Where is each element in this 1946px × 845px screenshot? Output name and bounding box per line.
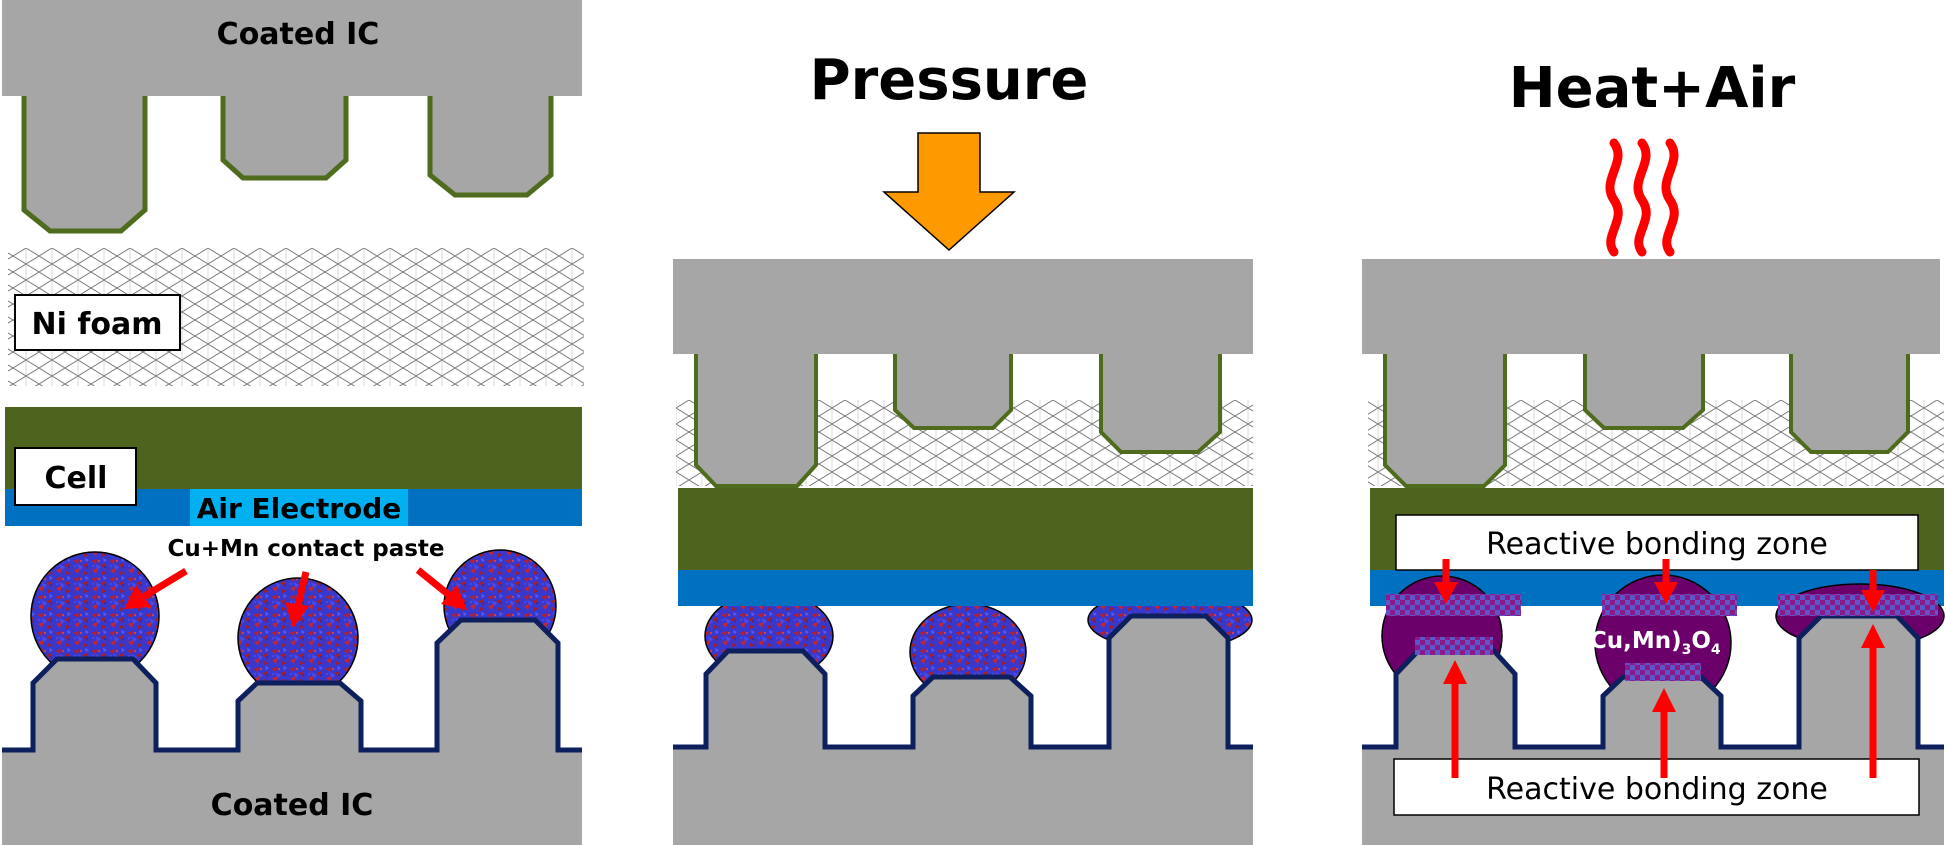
oxide-formula-label: (Cu,Mn)3O4 [1579, 628, 1721, 658]
arrow-head [124, 585, 151, 609]
top-interconnect-rib [427, 96, 554, 198]
reactive-zone-top-box [1395, 514, 1919, 571]
pressure-arrow [882, 132, 1016, 252]
top-interconnect-plate [2, 0, 582, 96]
reactive-zone-bottom-box [1393, 758, 1920, 816]
paste-pointer-arrows [124, 567, 467, 628]
oxide-formula-o: O [1691, 628, 1711, 654]
reactive-zone-top-label: Reactive bonding zone [1486, 527, 1828, 562]
cell-label-box [14, 447, 137, 506]
top-ic-label: Coated IC [217, 17, 380, 52]
bottom-interconnect-coating [2, 617, 582, 753]
arrow-head [285, 602, 309, 628]
cell-label: Cell [45, 461, 108, 496]
middle-panel: Pressure [673, 48, 1253, 845]
bottom-interconnect [673, 616, 1253, 845]
arrow-head [1652, 688, 1676, 712]
oxide-formula-sub2: 4 [1711, 642, 1721, 658]
bonding-strip-bottom [1625, 663, 1701, 681]
air-electrode-layer [678, 570, 1253, 606]
arrow-head [1861, 624, 1885, 648]
heat-waves-icon [1605, 138, 1679, 257]
arrow-head [1434, 582, 1458, 604]
right-panel: Heat+Air Reactive bonding zone (Cu,Mn)3O… [1362, 56, 1945, 845]
oxide-formula-sub1: 3 [1682, 642, 1692, 658]
ni-foam-label-box [14, 294, 181, 351]
bonding-strip-top [1602, 594, 1737, 616]
arrow-head [1443, 660, 1467, 684]
bonding-strip-top [1778, 594, 1938, 616]
top-interconnect-rib [21, 96, 148, 234]
top-interconnect-rib [220, 96, 349, 181]
top-interconnect-rib [694, 354, 818, 488]
reactive-zone-bottom-label: Reactive bonding zone [1486, 772, 1828, 807]
top-interconnect-rib [1789, 354, 1910, 454]
bottom-ic-label: Coated IC [211, 788, 374, 823]
bonding-pointer-arrows [1434, 559, 1885, 778]
top-interconnect-plate [673, 259, 1253, 354]
top-interconnect-rib [1383, 354, 1507, 488]
bottom-interconnect-coating [673, 613, 1253, 750]
bonding-strip-bottom [1415, 637, 1493, 655]
heat-air-title: Heat+Air [1509, 56, 1796, 121]
left-panel: Coated IC Ni foam Cell Air Electrode Cu+… [2, 0, 584, 845]
top-interconnect-rib [1099, 354, 1222, 454]
top-interconnect-rib [1583, 354, 1705, 430]
contact-paste-label: Cu+Mn contact paste [167, 536, 444, 562]
air-electrode-label-bg [190, 489, 408, 526]
oxide-formula-main: (Cu,Mn) [1579, 628, 1681, 654]
arrow-head [441, 585, 467, 610]
arrow-head [1654, 582, 1678, 604]
ni-foam-label: Ni foam [31, 307, 162, 342]
arrow-head [1861, 590, 1885, 612]
cell-layer [678, 488, 1253, 570]
air-electrode-label: Air Electrode [197, 492, 402, 525]
top-interconnect-rib [893, 354, 1013, 430]
top-interconnect-plate [1362, 259, 1940, 354]
pressure-title: Pressure [810, 48, 1089, 113]
bonding-strip-top [1386, 594, 1521, 616]
